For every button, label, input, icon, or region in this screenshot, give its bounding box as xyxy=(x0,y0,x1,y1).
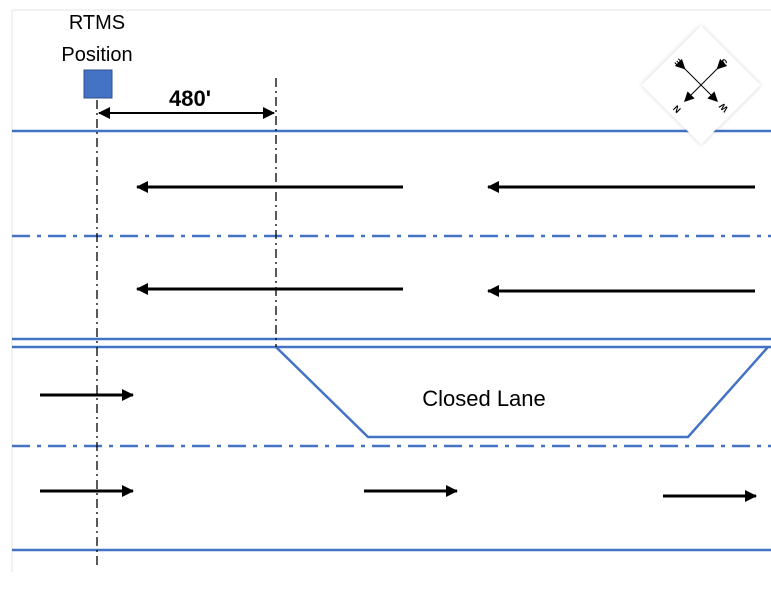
compass-ew-axis xyxy=(674,58,718,102)
rtms-label-line1: RTMS xyxy=(69,12,125,34)
rtms-marker xyxy=(83,69,113,99)
rtms-label-line2: Position xyxy=(61,44,132,66)
compass-south-label: S xyxy=(718,57,729,68)
compass-rose: N S E W xyxy=(641,25,761,145)
compass-north-label: N xyxy=(671,103,683,115)
dimension-label: 480' xyxy=(169,86,211,111)
compass-east-label: E xyxy=(673,57,684,68)
closed-lane-label: Closed Lane xyxy=(422,386,546,411)
closed-lane-taper xyxy=(275,346,769,439)
